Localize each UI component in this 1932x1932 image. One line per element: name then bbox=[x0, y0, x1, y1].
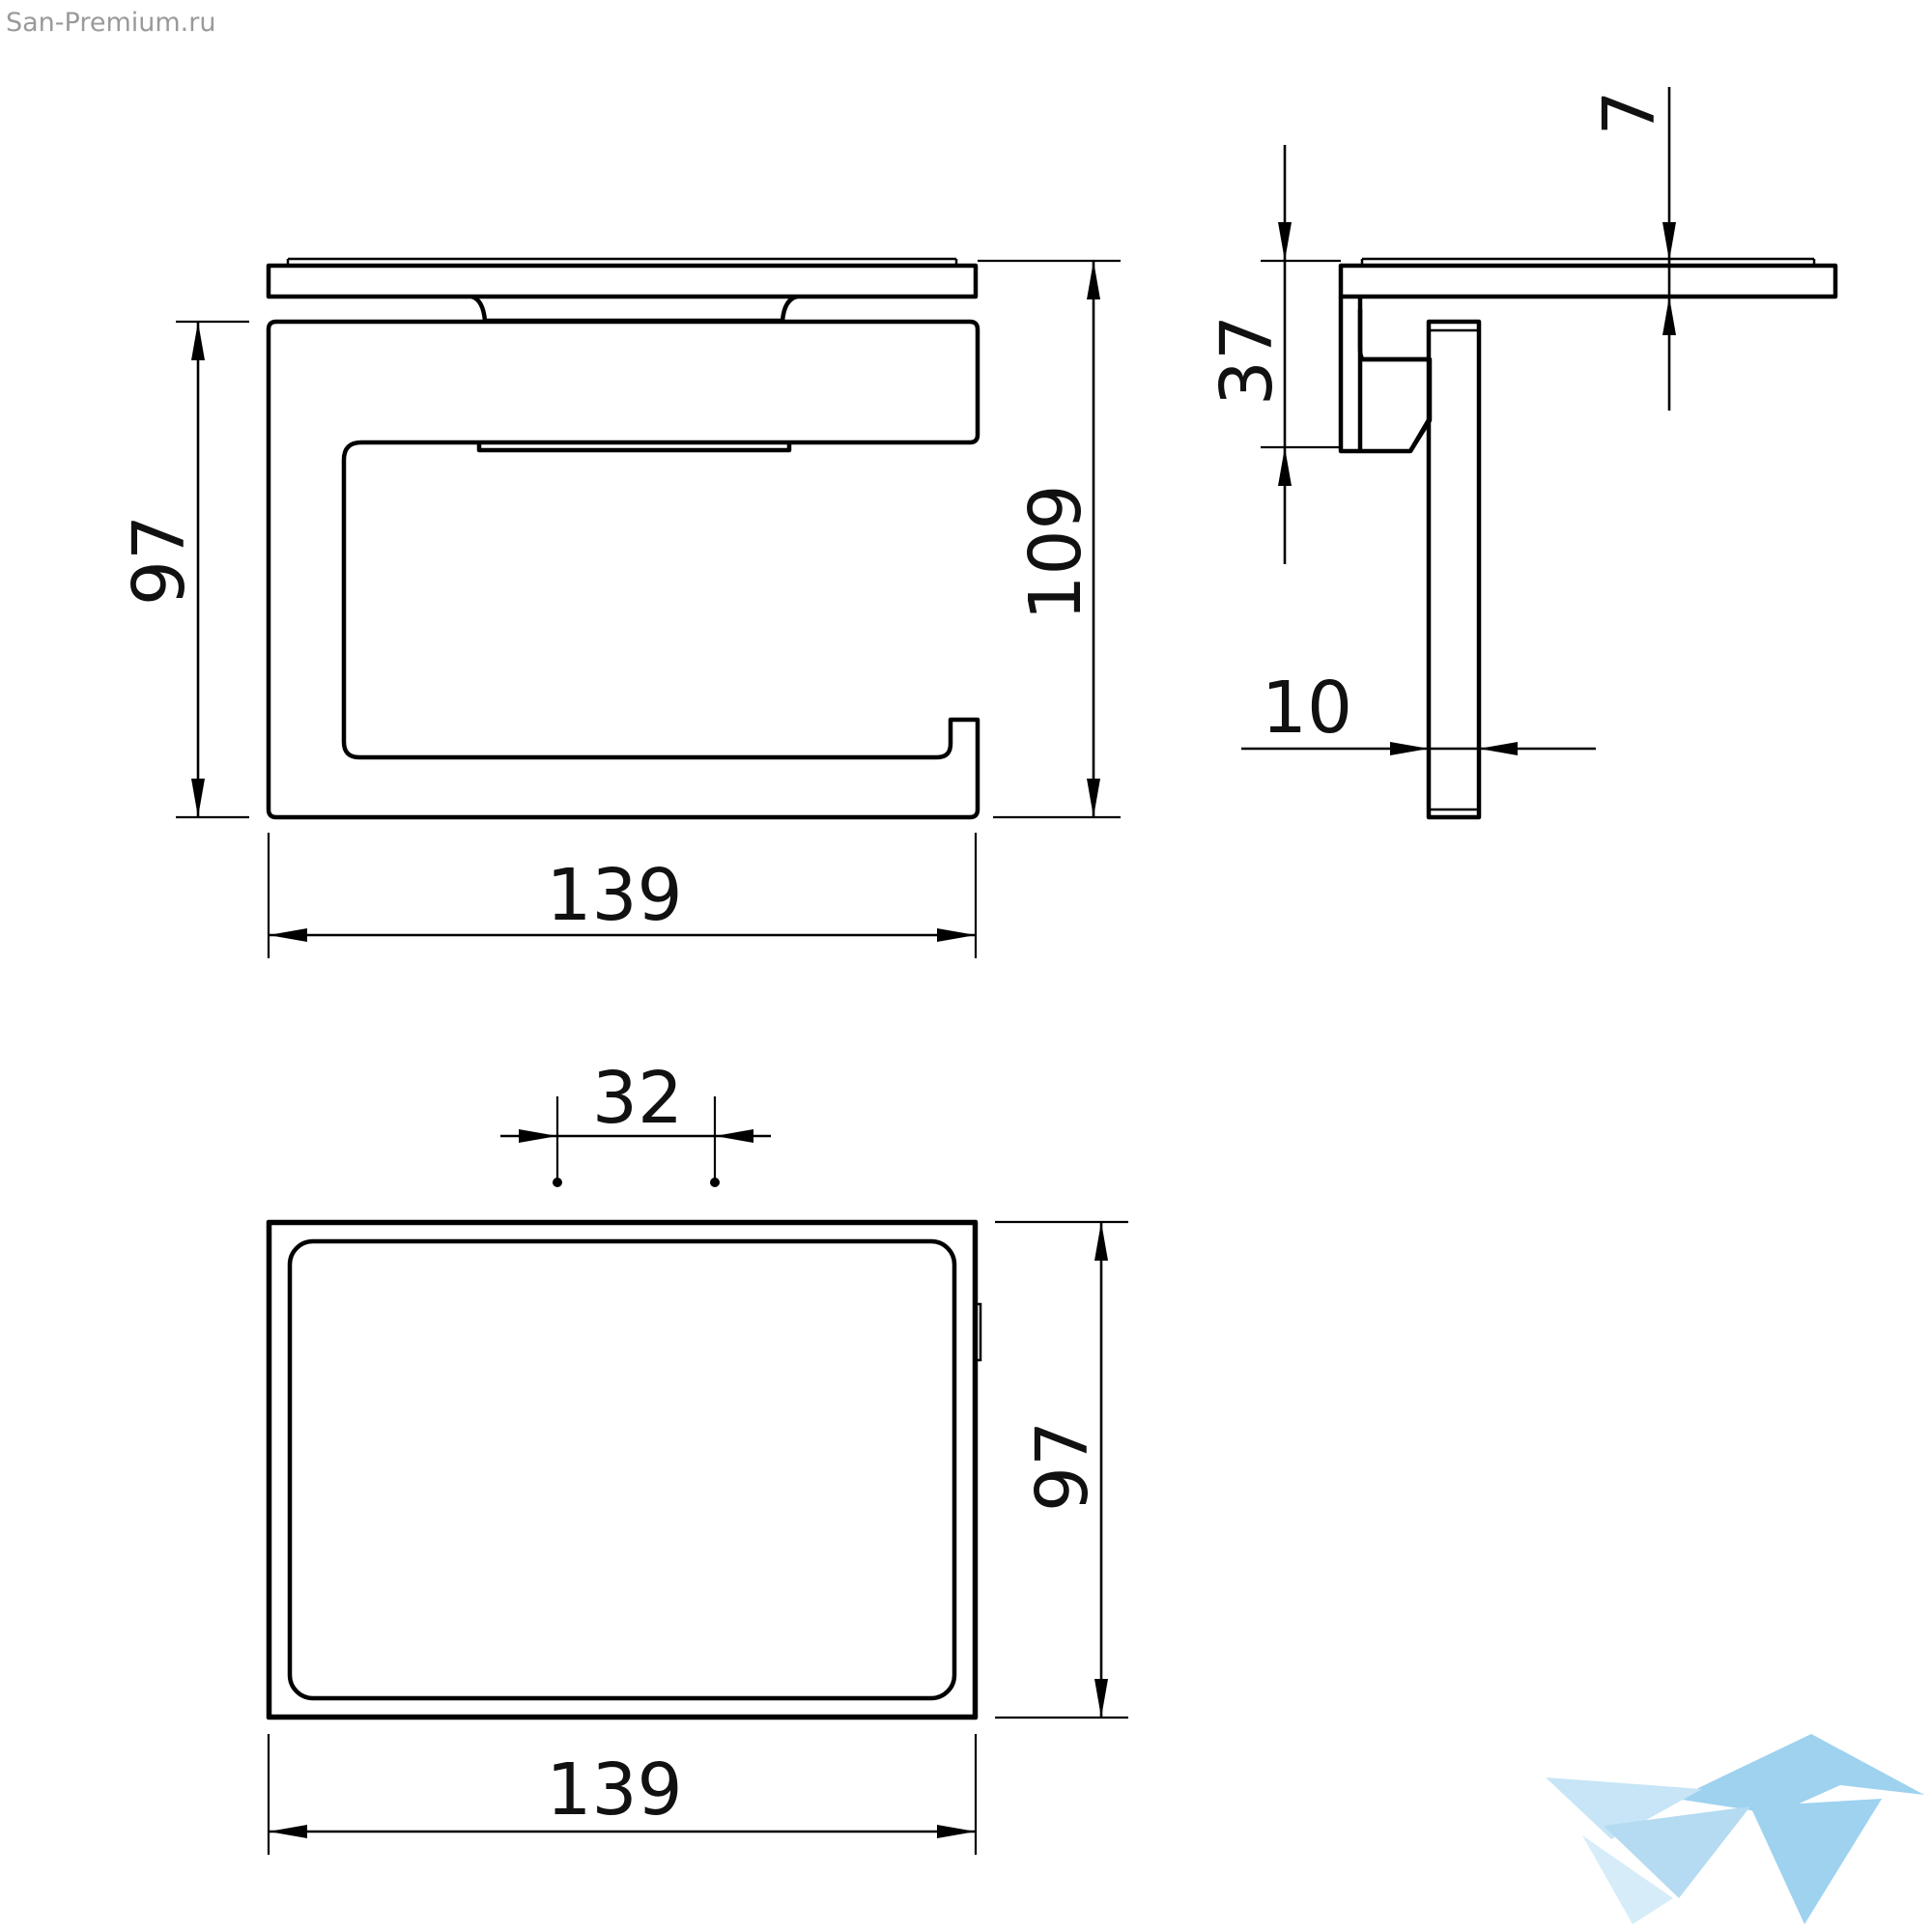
top-view: 32 97 139 bbox=[266, 1057, 1128, 1855]
dim-label-10: 10 bbox=[1262, 667, 1352, 750]
top-outer-rect bbox=[266, 1219, 979, 1720]
dim-label-139-front: 139 bbox=[546, 854, 682, 937]
front-holder-body bbox=[266, 319, 980, 820]
dim-label-37: 37 bbox=[1206, 315, 1289, 406]
front-view: 97 109 139 bbox=[118, 257, 1121, 958]
dim-label-97-top: 97 bbox=[1021, 1421, 1104, 1512]
front-shelf-plate bbox=[266, 263, 979, 299]
mount-hole-left bbox=[553, 1178, 562, 1187]
side-view: 37 7 10 bbox=[1206, 87, 1838, 820]
logo-icon bbox=[1546, 1734, 1924, 1924]
side-shelf-plate bbox=[1338, 263, 1838, 299]
top-side-tab bbox=[974, 1302, 982, 1362]
front-connector bbox=[470, 294, 798, 324]
dim-label-7: 7 bbox=[1588, 90, 1671, 135]
mount-hole-right bbox=[710, 1178, 720, 1187]
watermark-text: San-Premium.ru bbox=[6, 8, 216, 38]
dim-label-32: 32 bbox=[592, 1057, 683, 1140]
side-vertical-bar bbox=[1426, 319, 1482, 820]
dim-label-97-front: 97 bbox=[118, 515, 201, 606]
side-mount-chamfer bbox=[1408, 416, 1432, 453]
side-wall-mount bbox=[1338, 297, 1433, 454]
dim-label-109: 109 bbox=[1014, 484, 1097, 620]
top-inner-tray bbox=[287, 1238, 957, 1701]
top-outer-inner-edge bbox=[269, 1222, 976, 1718]
dim-label-139-top: 139 bbox=[546, 1748, 682, 1832]
front-inner-cap bbox=[476, 442, 792, 453]
